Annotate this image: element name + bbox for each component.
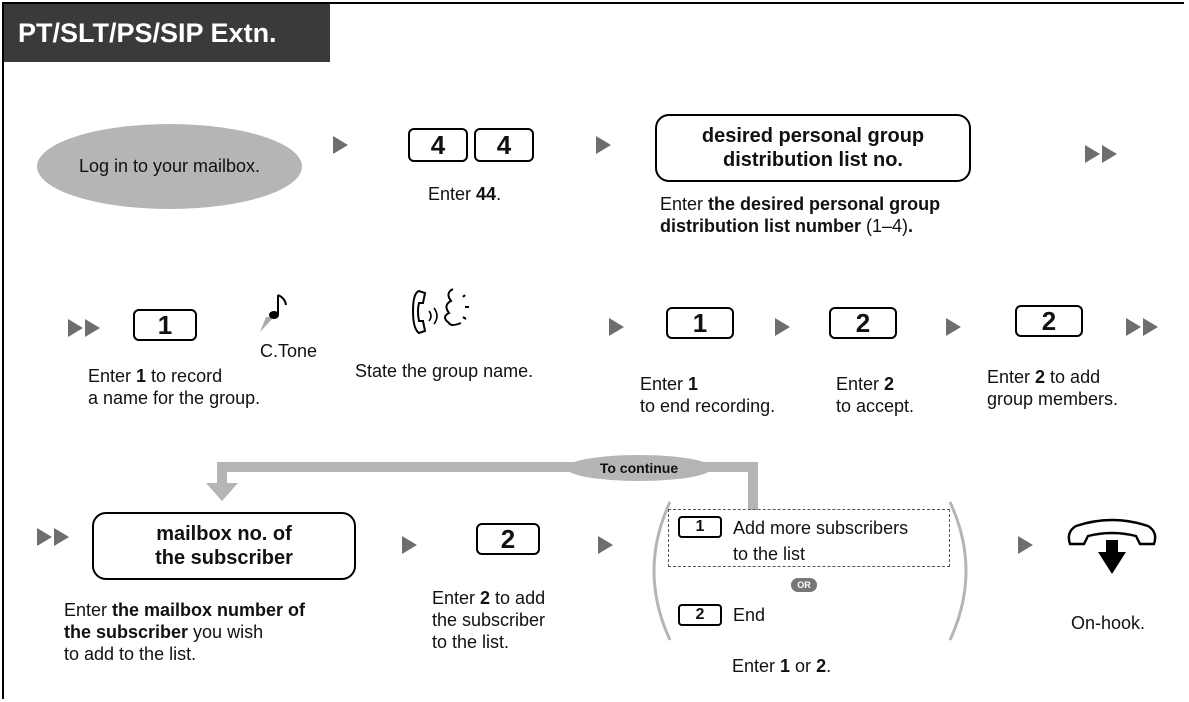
on-hook-icon — [1067, 518, 1157, 574]
or-badge: OR — [791, 578, 817, 592]
end-recording-desc: Enter 1 to end recording. — [640, 374, 776, 416]
list-number-box: desired personal group distribution list… — [655, 114, 971, 182]
speaking-handset-icon — [411, 288, 469, 335]
on-hook-label: On-hook. — [1071, 613, 1146, 633]
arrow-icon — [402, 536, 417, 554]
add-subscriber-desc: Enter 2 to add the subscriber to the lis… — [432, 588, 546, 652]
continue-loop-drop — [217, 462, 227, 484]
sub-box-line1: mailbox no. of — [156, 523, 292, 545]
arrow-icon — [609, 318, 624, 336]
option-2-label: End — [733, 605, 766, 625]
state-name-text: State the group name. — [355, 361, 534, 381]
key-2-end: 2 — [678, 604, 722, 626]
key-4-second: 4 — [474, 128, 534, 162]
arrow-icon — [333, 136, 348, 154]
continue-loop-line — [217, 462, 756, 472]
key-1-end-recording: 1 — [666, 307, 734, 339]
continue-loop-riser — [748, 462, 758, 510]
double-arrow-icon — [1126, 318, 1160, 341]
double-arrow-icon — [37, 528, 71, 551]
login-step: Log in to your mailbox. — [37, 124, 302, 209]
accept-desc: Enter 2 to accept. — [836, 374, 915, 416]
enter-44-text: Enter 44. — [428, 184, 502, 204]
page-title: PT/SLT/PS/SIP Extn. — [4, 4, 330, 62]
arrow-icon — [775, 318, 790, 336]
double-arrow-icon — [1085, 145, 1119, 168]
key-2-add-subscriber: 2 — [476, 523, 540, 555]
ctone-label: C.Tone — [260, 341, 318, 361]
key-1-add-more: 1 — [678, 516, 722, 538]
key-2-accept: 2 — [829, 307, 897, 339]
subscriber-mailbox-box: mailbox no. of the subscriber — [92, 512, 356, 580]
add-members-desc: Enter 2 to add group members. — [987, 367, 1119, 409]
option-1-dashed-box — [668, 509, 950, 567]
list-box-line2: distribution list no. — [723, 149, 903, 171]
list-number-desc: Enter the desired personal group distrib… — [660, 194, 941, 236]
choose-desc: Enter 1 or 2. — [732, 656, 832, 676]
list-box-line1: desired personal group — [701, 125, 925, 147]
login-label: Log in to your mailbox. — [78, 156, 261, 176]
arrow-icon — [596, 136, 611, 154]
key-2-add-members: 2 — [1015, 305, 1083, 337]
key-1-record: 1 — [133, 309, 197, 341]
record-desc: Enter 1 to record a name for the group. — [88, 366, 261, 408]
arrow-icon — [1018, 536, 1033, 554]
arrow-icon — [946, 318, 961, 336]
double-arrow-icon — [68, 319, 102, 342]
arrow-icon — [598, 536, 613, 554]
subscriber-desc: Enter the mailbox number of the subscrib… — [64, 600, 306, 664]
continue-loop-arrowhead — [206, 483, 238, 501]
key-4-first: 4 — [408, 128, 468, 162]
options-bracket — [652, 501, 968, 641]
to-continue-label: To continue — [566, 455, 712, 481]
confirmation-tone-icon — [260, 294, 287, 332]
sub-box-line2: the subscriber — [155, 547, 293, 569]
